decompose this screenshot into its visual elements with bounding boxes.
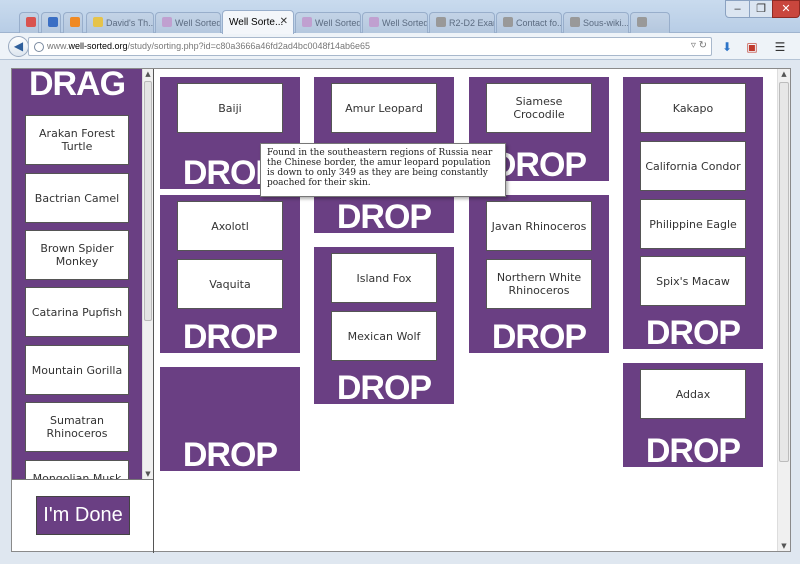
drop-label: DROP [182, 436, 278, 474]
scrollbar-thumb[interactable] [144, 81, 152, 321]
favicon-icon [570, 17, 580, 27]
drop-card[interactable]: Spix's Macaw [640, 256, 746, 306]
drop-card[interactable]: Vaquita [177, 259, 283, 309]
tab-3[interactable]: David's Th... [86, 12, 154, 33]
pinned-tab-1[interactable] [19, 12, 39, 33]
drop-card[interactable]: Island Fox [331, 253, 437, 303]
page-scrollbar[interactable]: ▲ ▼ [777, 69, 790, 551]
drop-label: DROP [491, 318, 587, 356]
drop-label: DROP [645, 314, 741, 352]
drop-card[interactable]: Axolotl [177, 201, 283, 251]
drop-zone-2[interactable]: Axolotl Vaquita DROP [160, 195, 300, 356]
column-divider [153, 69, 154, 553]
scrollbar-thumb[interactable] [779, 82, 789, 462]
drag-column: DRAG Arakan Forest Turtle Bactrian Camel… [12, 69, 142, 479]
drop-label: DROP [182, 318, 278, 356]
drop-card[interactable]: Javan Rhinoceros [486, 201, 592, 251]
tab-label: Well Sorte... [229, 17, 284, 28]
app-icon [26, 17, 36, 27]
pinned-tab-3[interactable] [63, 12, 83, 33]
drop-card[interactable]: Northern White Rhinoceros [486, 259, 592, 309]
drag-card[interactable]: Arakan Forest Turtle [25, 115, 129, 165]
drop-zone-5[interactable]: Island Fox Mexican Wolf DROP [314, 247, 454, 407]
pinned-tab-2[interactable] [41, 12, 61, 33]
tab-label: Sous-wiki... [583, 18, 629, 28]
drop-card[interactable]: Baiji [177, 83, 283, 133]
drop-zone-3[interactable]: DROP [160, 367, 300, 474]
drag-card[interactable]: Brown Spider Monkey [25, 230, 129, 280]
scroll-down-icon[interactable]: ▼ [145, 470, 151, 478]
drop-label: DROP [336, 369, 432, 407]
drag-card[interactable]: Catarina Pupfish [25, 287, 129, 337]
globe-icon [34, 42, 44, 52]
drop-zone-9[interactable]: Addax DROP [623, 363, 763, 470]
drop-card[interactable]: Addax [640, 369, 746, 419]
drag-card[interactable]: Mountain Gorilla [25, 345, 129, 395]
reload-icon[interactable]: ▿ ↻ [690, 40, 707, 51]
drop-card[interactable]: Kakapo [640, 83, 746, 133]
drop-card[interactable]: California Condor [640, 141, 746, 191]
tab-label: Contact fo... [516, 18, 562, 28]
tab-label: David's Th... [106, 18, 154, 28]
drag-card[interactable]: Sumatran Rhinoceros [25, 402, 129, 452]
drop-card[interactable]: Mexican Wolf [331, 311, 437, 361]
tab-9[interactable]: Contact fo... [496, 12, 562, 33]
tooltip: Found in the southeastern regions of Rus… [260, 143, 506, 197]
back-arrow-icon[interactable]: ◀ [8, 36, 29, 57]
tab-8[interactable]: R2-D2 Example... [429, 12, 495, 33]
favicon-icon [302, 17, 312, 27]
favicon-icon [369, 17, 379, 27]
panel-divider [12, 479, 153, 480]
tab-6[interactable]: Well Sorted ... [295, 12, 361, 33]
drag-scrollbar[interactable]: ▲ ▼ [142, 69, 153, 479]
navigation-bar: ◀ www.well-sorted.org/study/sorting.php?… [0, 33, 800, 60]
drop-card[interactable]: Philippine Eagle [640, 199, 746, 249]
close-window-icon[interactable]: ✕ [772, 0, 800, 18]
favicon-icon [436, 17, 446, 27]
favicon-icon [93, 17, 103, 27]
url-domain: well-sorted.org [68, 41, 128, 51]
tab-label: Well Sorted ... [315, 18, 361, 28]
drop-zone-7[interactable]: Javan Rhinoceros Northern White Rhinocer… [469, 195, 609, 356]
menu-icon[interactable]: ☰ [774, 40, 786, 54]
tab-label: Well Sorted ... [175, 18, 221, 28]
drop-label: DROP [491, 146, 587, 184]
url-path: /study/sorting.php?id=c80a3666a46fd2ad4b… [127, 41, 371, 51]
browser-titlebar: David's Th... Well Sorted ... Well Sorte… [0, 0, 800, 34]
favicon-icon [637, 17, 647, 27]
app-icon [70, 17, 80, 27]
minimize-icon[interactable]: – [725, 0, 750, 18]
drag-title: DRAG [28, 69, 126, 103]
page-content: DRAG Arakan Forest Turtle Bactrian Camel… [11, 68, 791, 553]
tab-label: Well Sorted ... [382, 18, 428, 28]
tab-7[interactable]: Well Sorted ... [362, 12, 428, 33]
tab-10[interactable]: Sous-wiki... [563, 12, 629, 33]
drag-card[interactable]: Mongolian Musk Deer [25, 460, 129, 479]
address-bar[interactable]: www.well-sorted.org/study/sorting.php?id… [28, 37, 712, 56]
favicon-icon [503, 17, 513, 27]
app-icon [48, 17, 58, 27]
done-button[interactable]: I'm Done [36, 496, 130, 535]
drop-zone-8[interactable]: Kakapo California Condor Philippine Eagl… [623, 77, 763, 352]
maximize-icon[interactable]: ❐ [749, 0, 773, 18]
favicon-icon [162, 17, 172, 27]
drop-label: DROP [645, 432, 741, 470]
scroll-down-icon[interactable]: ▼ [781, 542, 787, 550]
drop-card[interactable]: Siamese Crocodile [486, 83, 592, 133]
close-icon[interactable]: ✕ [279, 16, 288, 27]
pocket-icon[interactable]: ▣ [746, 40, 758, 54]
tab-11[interactable] [630, 12, 670, 33]
tab-active[interactable]: Well Sorte...✕ [222, 10, 294, 34]
drag-card[interactable]: Bactrian Camel [25, 173, 129, 223]
tab-label: R2-D2 Example... [449, 18, 494, 28]
scroll-up-icon[interactable]: ▲ [145, 70, 151, 78]
tab-4[interactable]: Well Sorted ... [155, 12, 221, 33]
scroll-up-icon[interactable]: ▲ [781, 70, 787, 78]
download-icon[interactable]: ⬇ [721, 40, 733, 54]
drop-label: DROP [336, 198, 432, 236]
drop-card[interactable]: Amur Leopard [331, 83, 437, 133]
url-prefix: www. [47, 41, 69, 51]
